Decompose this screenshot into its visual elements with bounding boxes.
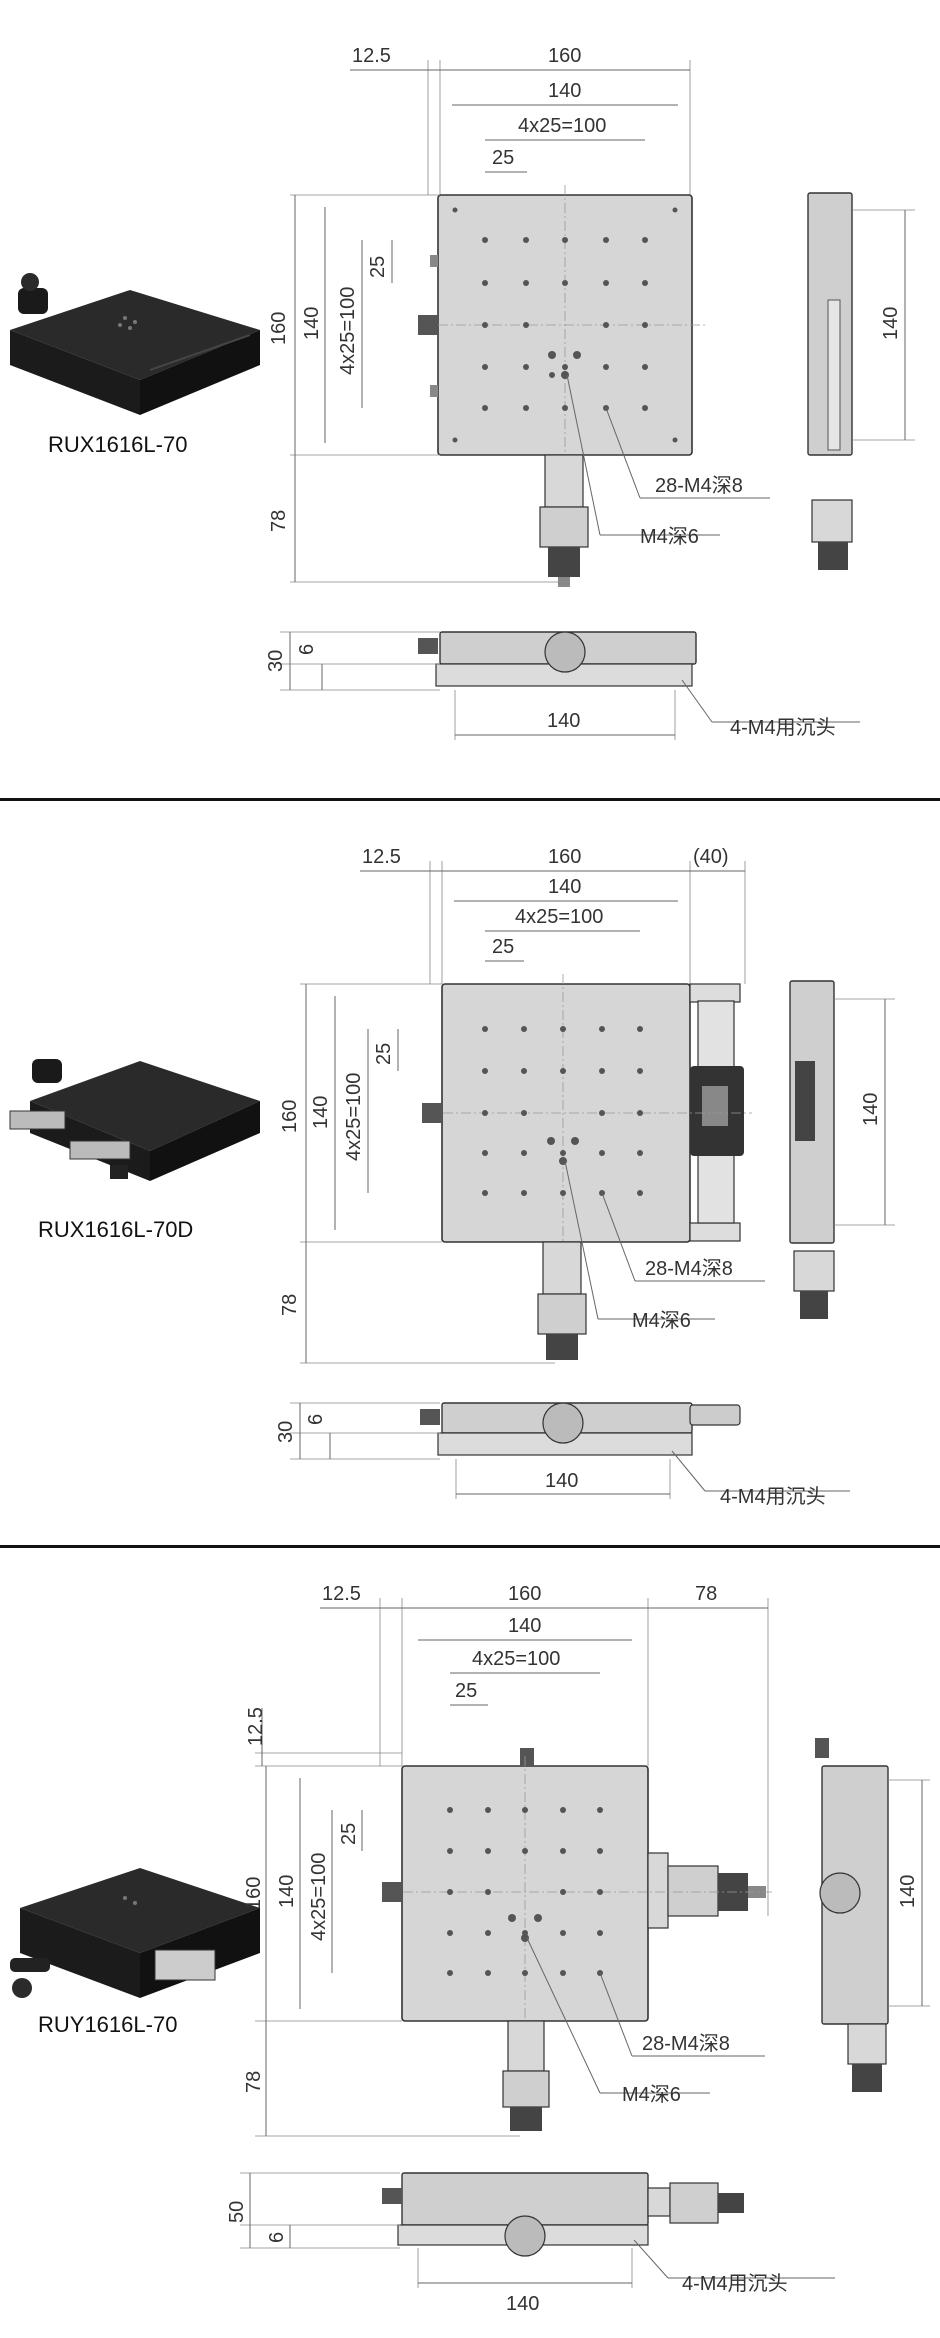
dim-v78: 78	[268, 510, 290, 532]
dim-h6: 6	[296, 644, 318, 655]
technical-drawing: 12.5 160 140 4x25=100 25 160 140 4x25=10…	[265, 45, 915, 740]
dim-h6: 6	[305, 1414, 327, 1425]
dim-v25: 25	[338, 1823, 360, 1845]
model-name: RUY1616L-70	[38, 2012, 178, 2037]
technical-drawing: 12.5 160 78 140 4x25=100 25 12.5 160 140…	[226, 1583, 930, 2315]
dim-v4x25: 4x25=100	[308, 1853, 330, 1941]
callout-holes: 28-M4深8	[642, 2032, 730, 2055]
model-name: RUX1616L-70	[48, 432, 188, 457]
dim-40: (40)	[693, 846, 729, 868]
callout-mount: 4-M4用沉头	[682, 2272, 788, 2295]
dim-78: 78	[695, 1583, 717, 1605]
dim-bottom140: 140	[506, 2293, 539, 2315]
dim-bottom140: 140	[545, 1470, 578, 1492]
dim-v12-5: 12.5	[245, 1707, 267, 1746]
dim-v140: 140	[301, 307, 323, 340]
dim-12-5: 12.5	[352, 45, 391, 67]
section-rux1616l-70: RUX1616L-70	[0, 0, 940, 800]
dim-v140: 140	[276, 1875, 298, 1908]
dim-v160: 160	[268, 312, 290, 345]
dim-side140: 140	[860, 1093, 882, 1126]
callout-center: M4深6	[640, 525, 699, 548]
dim-140: 140	[548, 876, 581, 898]
dim-12-5: 12.5	[322, 1583, 361, 1605]
dim-12-5: 12.5	[362, 846, 401, 868]
dim-v160: 160	[279, 1100, 301, 1133]
callout-mount: 4-M4用沉头	[720, 1485, 826, 1508]
dim-v78: 78	[243, 2071, 265, 2093]
product-photo	[10, 1868, 260, 1998]
dim-25: 25	[455, 1680, 477, 1702]
callout-holes: 28-M4深8	[655, 474, 743, 497]
callout-holes: 28-M4深8	[645, 1257, 733, 1280]
dim-bottom140: 140	[547, 710, 580, 732]
dim-25: 25	[492, 147, 514, 169]
technical-drawing: 12.5 160 (40) 140 4x25=100 25 160 140 4x…	[275, 846, 895, 1508]
dim-v160: 160	[243, 1877, 265, 1910]
callout-center: M4深6	[622, 2083, 681, 2106]
dim-h6: 6	[266, 2232, 288, 2243]
dim-140: 140	[508, 1615, 541, 1637]
divider-1	[0, 798, 940, 801]
dim-v4x25: 4x25=100	[337, 287, 359, 375]
dim-160: 160	[548, 45, 581, 67]
dim-v140: 140	[310, 1096, 332, 1129]
dim-4x25: 4x25=100	[472, 1648, 560, 1670]
dim-h30: 30	[265, 650, 287, 672]
dim-140: 140	[548, 80, 581, 102]
section-ruy1616l-70: RUY1616L-70	[0, 1548, 940, 2338]
model-name: RUX1616L-70D	[38, 1217, 194, 1242]
dim-4x25: 4x25=100	[518, 115, 606, 137]
callout-center: M4深6	[632, 1309, 691, 1332]
callout-mount: 4-M4用沉头	[730, 716, 836, 739]
section-rux1616l-70d: RUX1616L-70D	[0, 801, 940, 1547]
dim-v25: 25	[367, 256, 389, 278]
dim-v4x25: 4x25=100	[343, 1073, 365, 1161]
dim-25: 25	[492, 936, 514, 958]
dim-4x25: 4x25=100	[515, 906, 603, 928]
dim-side140: 140	[897, 1875, 919, 1908]
divider-2	[0, 1545, 940, 1548]
dim-160: 160	[548, 846, 581, 868]
dim-v25: 25	[373, 1043, 395, 1065]
dim-side140: 140	[880, 307, 902, 340]
dim-160: 160	[508, 1583, 541, 1605]
dim-v78: 78	[279, 1294, 301, 1316]
dim-h50: 50	[226, 2201, 248, 2223]
dim-h30: 30	[275, 1421, 297, 1443]
product-photo	[10, 273, 260, 415]
product-photo	[9, 1059, 260, 1181]
